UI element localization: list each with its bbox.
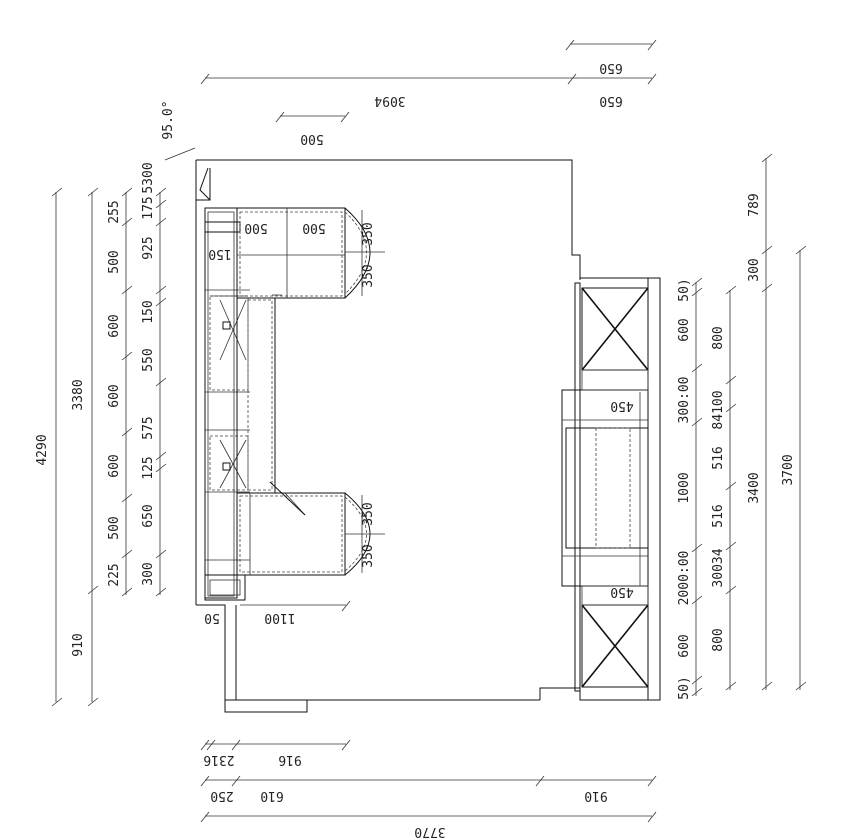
- dim-left-4290: 4290: [35, 434, 50, 465]
- dim-right-c1-50b: 50): [677, 676, 692, 699]
- dim-int-350-c: 350: [361, 502, 376, 525]
- left-dimensions: 4290 3380 910 255 500 600 600 600 500 22…: [35, 162, 167, 707]
- dim-left-c1-600c: 600: [107, 454, 122, 477]
- dim-right-c1-1000: 1000: [677, 472, 692, 503]
- dim-right-c1-600a: 600: [677, 318, 692, 341]
- bottom-dimensions: 2316 916 250 610 910 3770: [200, 739, 657, 839]
- dim-right-c1-2000: 2000:00: [677, 551, 692, 606]
- dim-right-3400: 3400: [747, 472, 762, 503]
- dim-left-c1-600a: 600: [107, 314, 122, 337]
- dim-int-1100: 1100: [264, 610, 295, 625]
- dim-right-c1-300: 300:00: [677, 377, 692, 424]
- dim-bottom-610: 610: [260, 788, 283, 803]
- dim-bottom-250: 250: [210, 788, 233, 803]
- right-cabinet-run: [561, 282, 649, 692]
- dim-left-c1-225: 225: [107, 563, 122, 586]
- dim-right-c2-84100: 84100: [711, 390, 726, 429]
- dim-left-c2-300: 300: [141, 562, 156, 585]
- dim-right-3700: 3700: [781, 454, 796, 485]
- dim-right-c2-516b: 516: [711, 504, 726, 527]
- dim-right-c2-516a: 516: [711, 446, 726, 469]
- dim-int-350-d: 350: [361, 544, 376, 567]
- dim-top-650-a: 650: [599, 60, 622, 75]
- dim-left-c2-550: 550: [141, 348, 156, 371]
- dim-bottom-910: 910: [584, 788, 607, 803]
- dim-left-c1-500b: 500: [107, 516, 122, 539]
- left-cabinet-run: [204, 207, 385, 601]
- dim-int-450-a: 450: [610, 398, 633, 413]
- dim-int-350-a: 350: [361, 222, 376, 245]
- dim-left-c2-5300: 5300: [141, 162, 156, 193]
- dim-left-c2-575: 575: [141, 416, 156, 439]
- dim-left-c1-255: 255: [107, 200, 122, 223]
- dim-left-c2-925: 925: [141, 236, 156, 259]
- dim-right-c1-50a: 50): [677, 278, 692, 301]
- dim-bottom-916: 916: [278, 752, 301, 767]
- room-walls: [195, 159, 661, 713]
- dim-left-c2-150: 150: [141, 300, 156, 323]
- dim-right-300: 300: [747, 258, 762, 281]
- top-dimensions: 650 650 3094 500 95.0°: [161, 39, 657, 161]
- dim-right-789: 789: [747, 193, 762, 216]
- dim-int-150: 150: [208, 246, 231, 261]
- dim-left-c1-600b: 600: [107, 384, 122, 407]
- dim-left-3380: 3380: [71, 379, 86, 410]
- dim-int-500-a: 500: [244, 220, 267, 235]
- dim-int-50: 50: [204, 610, 220, 625]
- dim-left-c2-125: 125: [141, 456, 156, 479]
- dim-left-910: 910: [71, 633, 86, 656]
- right-dimensions: 50) 600 300:00 1000 2000:00 600 50) 800 …: [677, 153, 807, 700]
- interior-dimensions: 500 500 350 350 350 350 150 1100 50 450 …: [204, 220, 634, 625]
- dim-bottom-2316: 2316: [203, 752, 234, 767]
- dim-bottom-3770: 3770: [414, 824, 445, 839]
- dim-right-c2-800a: 800: [711, 326, 726, 349]
- dim-right-c1-600b: 600: [677, 634, 692, 657]
- dim-top-500: 500: [300, 131, 323, 146]
- dim-int-350-b: 350: [361, 264, 376, 287]
- dim-top-3094: 3094: [374, 93, 405, 108]
- dim-left-c1-175: 175: [141, 196, 156, 219]
- dim-left-c2-650: 650: [141, 504, 156, 527]
- dim-top-650-b: 650: [599, 93, 622, 108]
- dim-int-500-b: 500: [302, 220, 325, 235]
- dim-left-c1-500a: 500: [107, 250, 122, 273]
- dim-right-c2-800b: 800: [711, 628, 726, 651]
- dim-int-450-b: 450: [610, 584, 633, 599]
- angle-label: 95.0°: [161, 100, 176, 139]
- dim-right-c2-30034: 30034: [711, 548, 726, 587]
